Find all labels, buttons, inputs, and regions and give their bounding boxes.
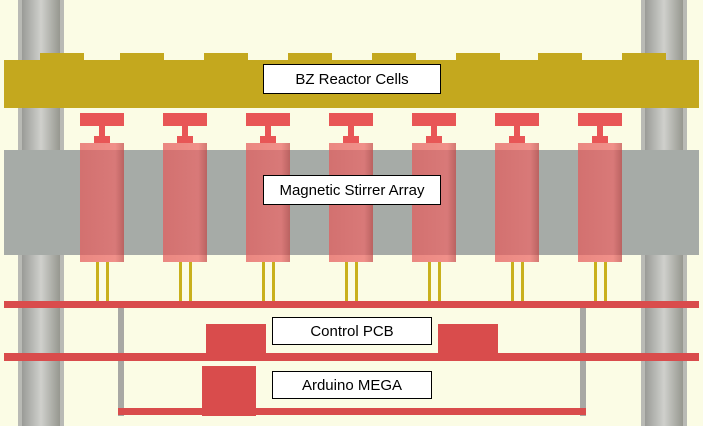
pcb-component-right: [438, 324, 498, 358]
reactor-tab: [622, 53, 666, 61]
stirrer-unit: [80, 113, 124, 301]
control-pcb-board: [4, 353, 699, 361]
reactor-tab: [288, 53, 332, 61]
reactor-tab: [120, 53, 164, 61]
left-standoff: [118, 308, 124, 416]
arduino-component: [202, 366, 256, 416]
reactor-tab: [456, 53, 500, 61]
stirrer-unit: [329, 113, 373, 301]
stirrer-unit: [163, 113, 207, 301]
arduino-label: Arduino MEGA: [272, 371, 432, 399]
reactor-label: BZ Reactor Cells: [263, 64, 441, 94]
reactor-tab: [204, 53, 248, 61]
top-board-strip: [4, 301, 699, 308]
reactor-tab: [40, 53, 84, 61]
stirrer-unit: [412, 113, 456, 301]
stirrer-label: Magnetic Stirrer Array: [263, 175, 441, 205]
reactor-tabs: [40, 53, 666, 61]
stirrer-unit: [578, 113, 622, 301]
pcb-component-left: [206, 324, 266, 358]
reactor-tab: [372, 53, 416, 61]
pcb-label: Control PCB: [272, 317, 432, 345]
reactor-tab: [538, 53, 582, 61]
stirrer-unit: [246, 113, 290, 301]
stirrer-unit: [495, 113, 539, 301]
right-standoff: [580, 308, 586, 416]
arduino-board: [118, 408, 586, 415]
